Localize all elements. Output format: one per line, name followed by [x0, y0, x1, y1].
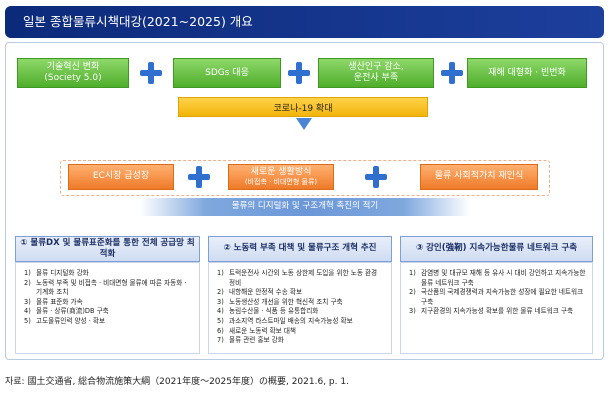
- trend-box-tech: 기술혁신 변화(Society 5.0): [17, 58, 129, 88]
- trend-box-line1: 생산인구 감소,: [348, 62, 404, 73]
- trend-box-line1: 재해 대형화 · 빈번화: [488, 67, 566, 78]
- list-item: 4)농림수산물 · 식품 등 유통합리화: [217, 307, 319, 316]
- list-item: 6)새로운 노동력 확보 대책: [217, 326, 296, 335]
- plus-icon: [288, 62, 310, 84]
- change-box-line2: (비접촉 · 비대면형 물류): [244, 178, 318, 187]
- list-item: 2)노동력 부족 및 비접촉 · 비대면형 물류에 따른 자동화 · 기계화 조…: [24, 278, 187, 297]
- timing-banner: 물류의 디지털화 및 구조개혁 촉진의 적기: [140, 198, 470, 216]
- strategy-body-2: 1)트럭운전사 시간외 노동 상한제 도입을 위한 노동 환경 정비 2)내항해…: [208, 262, 392, 354]
- list-item: 3)지구환경의 지속가능성 확보를 위한 물류 네트워크 구축: [409, 307, 574, 316]
- strategy-heading-3: ③ 강인(強靭) 지속가능한물류 네트워크 구축: [400, 236, 593, 262]
- down-arrow-icon: [296, 118, 312, 130]
- plus-icon: [140, 62, 162, 84]
- trend-box-sdgs: SDGs 대응: [173, 58, 281, 88]
- list-item: 3)노동생산성 개선을 위한 혁신적 조치 구축: [217, 297, 343, 306]
- page-title: 일본 종합물류시책대강(2021~2025) 개요: [5, 6, 604, 38]
- change-box-line1: 물류 사회적가치 재인식: [434, 171, 524, 182]
- list-item: 1)감염병 및 대규모 재해 등 유사 시 대비 강인하고 지속가능한물류 네트…: [409, 269, 586, 287]
- list-item: 2)내항해운 안정적 수송 확보: [217, 288, 303, 297]
- list-item: 1)트럭운전사 시간외 노동 상한제 도입을 위한 노동 환경 정비: [217, 269, 378, 287]
- list-item: 1)물류 디지털화 강화: [24, 269, 89, 277]
- source-caption: 자료: 國土交通省, 総合物流施策大綱（2021年度～2025年度）の概要, 2…: [5, 377, 349, 387]
- strategy-body-3: 1)감염병 및 대규모 재해 등 유사 시 대비 강인하고 지속가능한물류 네트…: [400, 262, 593, 354]
- plus-icon: [441, 62, 463, 84]
- strategy-heading-1: ① 물류DX 및 물류표준화를 통한 전체 공급망 최적화: [15, 236, 200, 262]
- list-item: 2)국산품의 국제경쟁력과 지속가능한 성장에 필요한 네트워크 구축: [409, 288, 584, 306]
- trend-box-disaster: 재해 대형화 · 빈번화: [467, 58, 587, 88]
- list-item: 5)고도물류인력 양성 · 확보: [24, 316, 106, 325]
- change-box-line1: 새로운 생활방식: [250, 167, 312, 177]
- change-box-line1: EC시장 급성장: [92, 171, 150, 182]
- plus-icon: [365, 166, 387, 188]
- mid-row-frame: [60, 160, 550, 196]
- list-item: 7)물류 관련 홍보 강화: [217, 336, 284, 345]
- change-box-social-value: 물류 사회적가치 재인식: [420, 164, 538, 190]
- plus-icon: [188, 166, 210, 188]
- list-item: 3)물류 표준화 가속: [24, 297, 83, 306]
- change-box-ec: EC시장 급성장: [68, 164, 174, 190]
- strategy-body-1: 1)물류 디지털화 강화 2)노동력 부족 및 비접촉 · 비대면형 물류에 따…: [15, 262, 200, 354]
- trend-box-line2: (Society 5.0): [44, 73, 102, 83]
- trend-box-line1: 기술혁신 변화: [46, 62, 100, 73]
- list-item: 4)물류 · 상류(商流)DB 구축: [24, 307, 109, 316]
- list-item: 5)과소지역 라스트마일 배송의 지속가능성 확보: [217, 316, 353, 325]
- trend-box-labor: 생산인구 감소,운전사 부족: [318, 58, 434, 88]
- change-box-lifestyle: 새로운 생활방식(비접촉 · 비대면형 물류): [228, 164, 334, 190]
- trend-box-line1: SDGs 대응: [205, 67, 249, 78]
- corona-box: 코로나-19 확대: [178, 97, 428, 117]
- trend-box-line2: 운전사 부족: [353, 73, 399, 83]
- strategy-heading-2: ② 노동력 부족 대책 및 물류구조 개혁 추진: [208, 236, 392, 262]
